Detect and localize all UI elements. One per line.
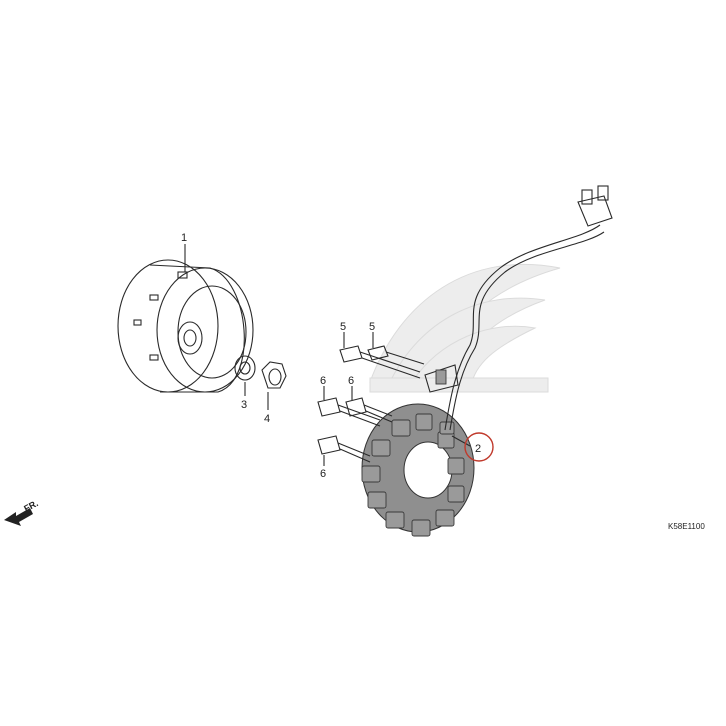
- bolt-6c: [317, 435, 371, 463]
- drawing-code: K58E1100: [668, 522, 705, 531]
- bolt-6b: [345, 397, 393, 423]
- callout-6c: 6: [320, 468, 326, 480]
- callout-5a: 5: [340, 321, 346, 333]
- callout-4: 4: [264, 413, 270, 425]
- direction-label: FR.: [22, 498, 39, 514]
- highlight-circle: [464, 432, 494, 462]
- callout-6a: 6: [320, 375, 326, 387]
- callout-1: 1: [181, 232, 187, 244]
- callout-3: 3: [241, 399, 247, 411]
- brand-watermark: [369, 263, 561, 393]
- bolt-6a: [317, 397, 381, 427]
- nut: [261, 361, 287, 389]
- stator: [361, 403, 475, 537]
- front-direction-arrow: FR.: [4, 498, 40, 526]
- leader-lines: [184, 244, 471, 466]
- flywheel: [117, 259, 254, 393]
- callout-6b: 6: [348, 375, 354, 387]
- wire-harness: [424, 224, 605, 431]
- bolt-5b: [367, 345, 425, 365]
- connector: [577, 185, 613, 227]
- washer: [234, 355, 256, 381]
- callout-2: 2: [475, 443, 481, 455]
- callout-5b: 5: [369, 321, 375, 333]
